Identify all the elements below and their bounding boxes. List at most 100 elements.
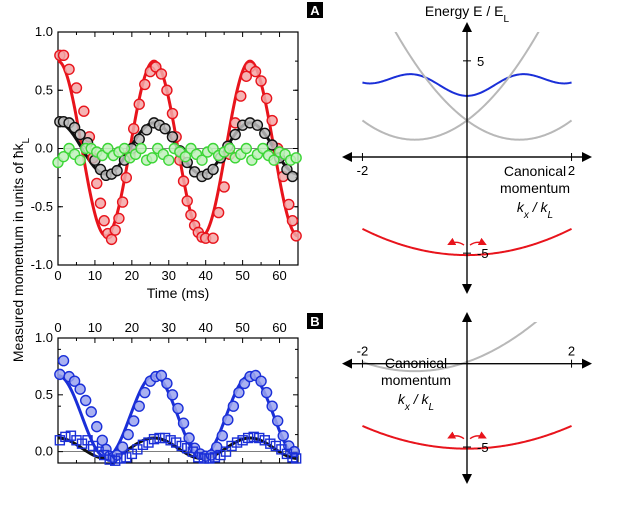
data-point-red [120,171,133,184]
data-point-red [166,107,179,120]
k-tick-label: 2 [568,344,575,359]
svg-text:B: B [310,314,319,329]
k-axis-label-var: kx / kL [517,199,553,221]
k-axis-label-line: Canonical [385,355,447,371]
data-point-square [270,440,282,452]
data-point-square [165,435,176,446]
data-point-black [166,131,179,143]
y-tick-label: -1.0 [31,257,53,272]
data-point-green [135,142,147,155]
data-point-black [159,122,171,135]
data-point-red [63,63,75,75]
k-tick-label: -2 [357,163,369,178]
x-tick-label: 10 [88,268,102,283]
data-point-red [133,98,145,110]
energy-tick-label: -5 [477,440,489,455]
data-point-blue [139,386,151,399]
x-tick-label: 20 [125,268,139,283]
y-tick-label: 1.0 [35,24,53,39]
data-point-blue [68,375,81,387]
x-tick-label: 20 [125,320,139,335]
data-point-square [143,437,154,448]
data-point-green [196,154,208,166]
data-point-square [287,452,298,463]
data-point-square [60,431,71,443]
data-point-square [187,446,198,457]
data-point-red [177,175,190,187]
data-point-red [105,233,118,246]
data-point-blue [166,389,179,401]
data-point-blue [227,400,240,412]
data-point-square [290,453,302,464]
oscillation-arrow-right [469,237,487,246]
k-tick-label: -2 [357,344,369,359]
data-point-square [204,453,215,464]
data-point-red [70,82,83,94]
data-point-square [104,454,115,465]
data-point-square [110,455,121,466]
data-point-red [260,92,273,105]
data-point-green [57,150,70,163]
data-point-green [74,154,86,166]
panel-label-b: B [307,313,323,329]
data-point-red [161,84,173,96]
data-point-square [254,432,265,444]
data-point-square [265,438,276,449]
data-point-red [155,68,168,80]
data-point-red [98,215,110,227]
data-point-square [159,432,171,444]
data-point-red [286,215,299,227]
data-point-red [249,65,262,78]
data-point-square [198,453,210,464]
data-point-blue [277,430,289,442]
x-tick-label: 40 [198,320,212,335]
k-tick-label: 2 [568,163,575,178]
panel-label-a: A [307,2,323,18]
data-point-blue [233,386,245,399]
data-point-square [87,440,99,452]
data-point-square [176,440,187,452]
data-point-black [111,164,123,177]
data-point-red [116,196,129,208]
oscillation-arrow-left [447,431,465,440]
energy-axis-label: Energy E / EL [425,3,510,25]
y-tick-label: 0.0 [35,444,53,459]
data-point-black [207,163,219,176]
plot-frame [57,337,299,464]
k-axis-label-line: momentum [500,180,570,196]
data-point-blue [85,406,97,418]
data-point-black [140,124,153,136]
data-point-blue [116,441,129,453]
x-tick-label: 60 [272,268,286,283]
data-point-green [290,152,302,164]
data-point-blue [155,369,168,382]
data-point-red [218,181,230,193]
data-point-square [76,438,88,449]
data-point-red [290,230,302,242]
data-point-blue [255,375,267,387]
data-point-black [259,127,271,140]
data-point-square [220,446,232,457]
y-tick-label: 0.0 [35,141,53,156]
data-point-red [283,198,295,211]
data-point-green [118,142,131,155]
x-tick-label: 0 [54,320,61,335]
data-point-red [181,195,193,207]
data-point-square [226,440,237,452]
data-point-red [78,105,90,117]
x-tick-label: 60 [272,320,286,335]
data-point-red [235,90,247,102]
data-point-blue [91,420,103,433]
data-point-black [133,133,145,145]
k-axis-label-line: momentum [381,372,451,388]
energy-tick-label: 5 [477,54,484,69]
data-point-red [94,197,107,209]
data-point-square [259,435,270,446]
data-point-red [113,212,125,225]
data-point-square [148,433,160,445]
k-axis-label-line: Canonical [504,163,566,179]
